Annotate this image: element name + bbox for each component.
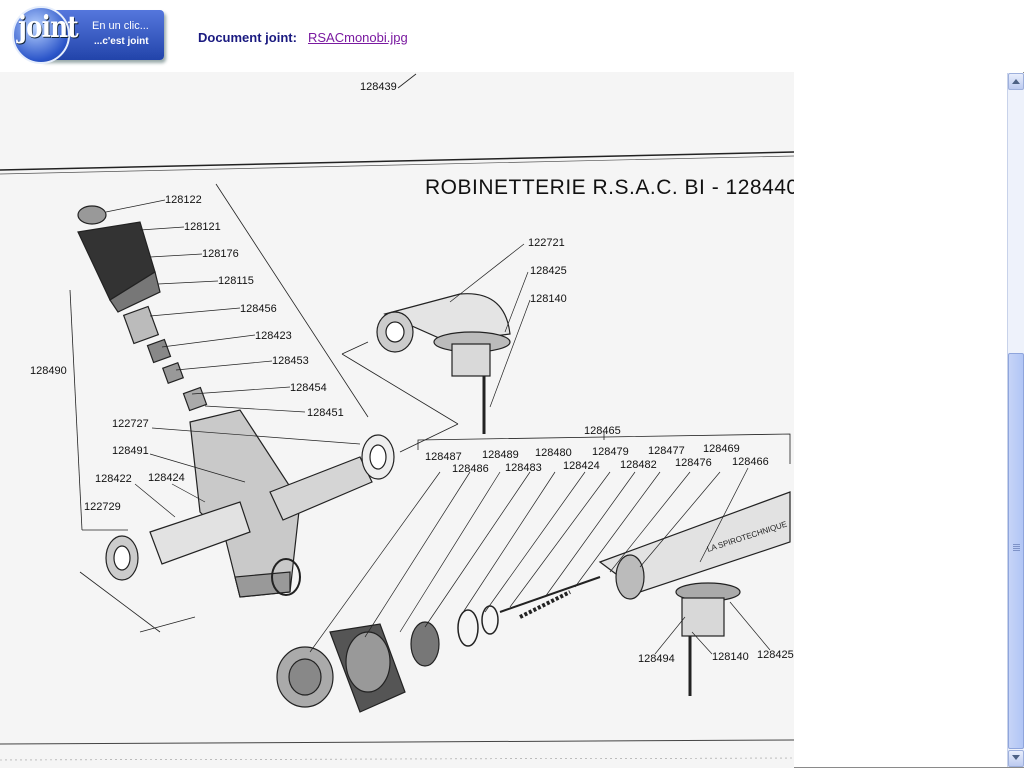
- label-128465: 128465: [584, 425, 621, 437]
- logo-circle: [12, 6, 70, 64]
- label-128487: 128487: [425, 451, 462, 463]
- label-128122: 128122: [165, 194, 202, 206]
- label-128486: 128486: [452, 463, 489, 475]
- joint-logo[interactable]: joint En un clic... ...c'est joint: [12, 6, 164, 64]
- label-128469: 128469: [703, 443, 740, 455]
- label-128489: 128489: [482, 449, 519, 461]
- bottom-valve-assembly: LA SPIROTECHNIQUE: [276, 491, 791, 713]
- arrow-down-icon: [1012, 755, 1020, 760]
- header: joint En un clic... ...c'est joint Docum…: [0, 0, 1024, 72]
- label-122727: 122727: [112, 418, 149, 430]
- vertical-scrollbar[interactable]: [1007, 73, 1024, 767]
- label-128482: 128482: [620, 459, 657, 471]
- logo-word: joint: [18, 10, 79, 45]
- label-128425-bottom: 128425: [757, 649, 794, 661]
- label-128176: 128176: [202, 248, 239, 260]
- label-128424-bottom: 128424: [563, 460, 600, 472]
- label-128121: 128121: [184, 221, 221, 233]
- label-128490: 128490: [30, 365, 67, 377]
- label-128422: 128422: [95, 473, 132, 485]
- label-128425-top: 128425: [530, 265, 567, 277]
- label-128476: 128476: [675, 457, 712, 469]
- label-128115: 128115: [218, 275, 254, 287]
- label-122729: 122729: [84, 501, 121, 513]
- label-128423: 128423: [255, 330, 292, 342]
- label-128140-top: 128140: [530, 293, 567, 305]
- logo-tagline-1: En un clic...: [92, 20, 149, 32]
- label-128439: 128439: [360, 81, 397, 93]
- label-128451: 128451: [307, 407, 344, 419]
- logo-tagline-2: ...c'est joint: [94, 36, 149, 47]
- label-128454: 128454: [290, 382, 327, 394]
- label-122721: 122721: [528, 237, 565, 249]
- grip-icon: [1013, 544, 1020, 552]
- label-128477: 128477: [648, 445, 685, 457]
- scrollbar-thumb[interactable]: [1008, 353, 1024, 749]
- parts-drawing: 128439 ROBINETTERIE R.S.A.C. BI - 128440: [0, 73, 794, 761]
- label-128453: 128453: [272, 355, 309, 367]
- label-128480: 128480: [535, 447, 572, 459]
- document-label: Document joint:: [198, 30, 297, 45]
- drawing-title: ROBINETTERIE R.S.A.C. BI - 128440: [425, 176, 794, 199]
- label-128479: 128479: [592, 446, 629, 458]
- arrow-up-icon: [1012, 79, 1020, 84]
- elbow-fitting: [376, 293, 511, 434]
- image-viewport: 128439 ROBINETTERIE R.S.A.C. BI - 128440: [0, 72, 794, 768]
- label-128466: 128466: [732, 456, 769, 468]
- label-128494: 128494: [638, 653, 675, 665]
- label-128424-left: 128424: [148, 472, 185, 484]
- label-128456: 128456: [240, 303, 277, 315]
- label-128140-bottom: 128140: [712, 651, 749, 663]
- label-128491: 128491: [112, 445, 149, 457]
- scroll-up-button[interactable]: [1008, 73, 1024, 90]
- document-link[interactable]: RSACmonobi.jpg: [308, 30, 408, 45]
- label-128483: 128483: [505, 462, 542, 474]
- left-valve-assembly: [77, 205, 395, 598]
- scroll-down-button[interactable]: [1008, 750, 1024, 767]
